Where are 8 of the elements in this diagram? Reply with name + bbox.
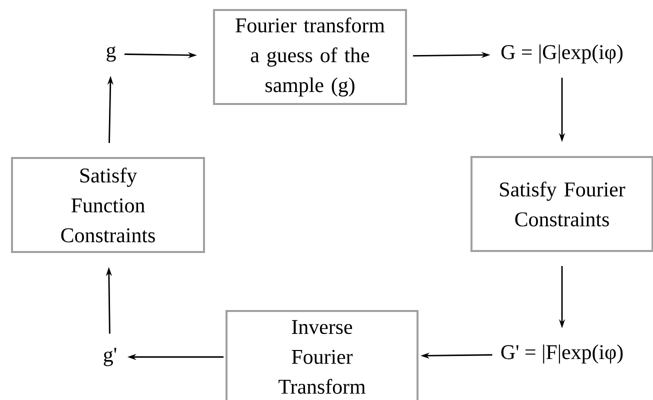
process-box: Inverse Fourier Transform (226, 310, 418, 400)
formula-text: G = |G|exp(iφ) (501, 44, 623, 64)
label-text: g' (104, 348, 116, 366)
process-box: Fourier transform a guess of the sample (g) (213, 9, 407, 105)
formula-text: G' = |F|exp(iφ) (501, 344, 623, 364)
process-box: Satisfy Fourier Constraints (470, 156, 653, 252)
process-box: Satisfy Function Constraints (11, 157, 205, 253)
label-text: g (106, 46, 116, 62)
